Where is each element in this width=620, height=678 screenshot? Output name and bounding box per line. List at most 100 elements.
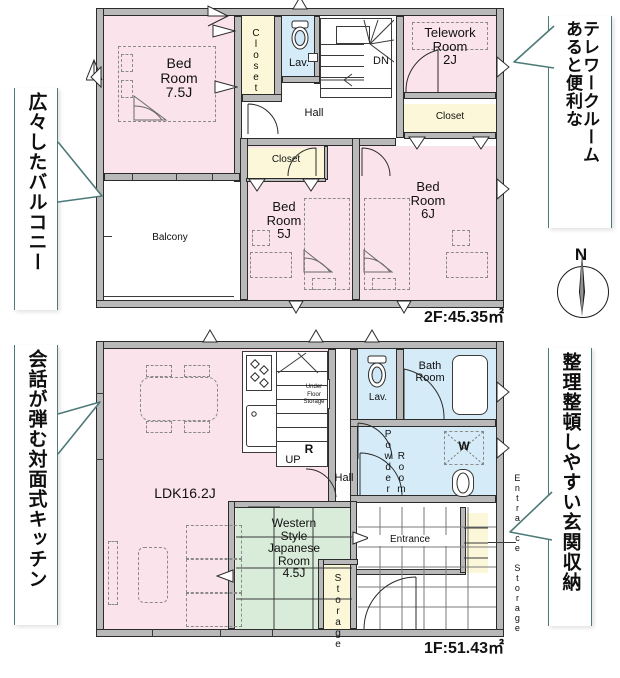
furniture-5j-b — [250, 252, 292, 278]
stair-tread-2f-1 — [320, 44, 364, 45]
washer-box — [444, 431, 484, 465]
entrance-tile-grid — [358, 507, 496, 629]
annotation-entrance-storage: 整理整頓しやすい玄関収納 — [548, 348, 592, 626]
stair-tread-1f-4 — [276, 413, 328, 414]
door-arc-2f-bed6 — [361, 147, 391, 177]
interior-wall-1f-10 — [318, 559, 324, 629]
bedroom-6j-line2: Room — [410, 192, 446, 208]
label-closet-2f-b: Closet — [435, 111, 465, 122]
door-swing-6j — [363, 248, 394, 273]
stair-tread-1f-2 — [276, 385, 328, 386]
bedroom-7-5j-line3: 7.5J — [165, 84, 193, 101]
label-japanese-room: Western Style Japanese Room 4.5J — [236, 517, 352, 580]
label-bedroom-6j: Bed Room 6J — [400, 180, 456, 221]
wjr-line2: Style — [280, 528, 308, 543]
wjr-line4: Room — [277, 553, 310, 568]
interior-wall-2f-6 — [396, 16, 404, 138]
compass-north-label: N — [574, 245, 588, 264]
door-swing-5j — [303, 248, 334, 273]
opening-2f-bottom-6j — [396, 300, 412, 314]
label-under-floor-storage: Under Floor Storage — [299, 384, 329, 407]
label-lav-1f: Lav. — [368, 392, 388, 403]
interior-wall-2f-12 — [324, 146, 328, 180]
annotation-telework: あると便利な テレワークルーム — [548, 16, 612, 228]
label-entrance: Entrance — [368, 534, 452, 546]
opening-2f-closet-b-l — [408, 136, 426, 150]
furniture-shelf-b — [186, 559, 242, 593]
closet-2f-a — [242, 16, 278, 100]
exterior-wall-1f-top — [96, 341, 504, 349]
furniture-shelf-a — [186, 525, 242, 559]
door-arc-1f-entrance — [363, 576, 417, 630]
compass-needle-icon — [579, 252, 585, 316]
exterior-wall-1f-left — [96, 341, 104, 637]
stair-outline-1f — [276, 351, 328, 467]
annotation-telework-col-left: あると便利な — [562, 20, 582, 128]
annotation-kitchen-text-wrap: 会話が弾む対面式キッチン — [15, 345, 57, 625]
interior-wall-1f-8 — [350, 501, 357, 629]
stair-landing-2f — [336, 26, 370, 44]
label-storage-1f: Storage — [332, 573, 344, 650]
bedroom-7-5j-line1: Bed — [166, 55, 192, 71]
door-arc-2f-telework — [405, 49, 439, 93]
powder-line2: Room — [395, 451, 407, 495]
furniture-telework-desk — [412, 22, 488, 50]
label-bathroom: Bath Room — [406, 360, 454, 384]
label-hall-1f: Hall — [334, 472, 354, 484]
ldk-sash-bottom-1 — [152, 629, 153, 637]
opening-2f-left — [90, 65, 102, 89]
interior-wall-2f-3 — [242, 94, 282, 102]
ufs-line2: Floor — [307, 391, 321, 398]
interior-wall-1f-12 — [460, 507, 466, 573]
annotation-kitchen-text: 会話が弾む対面式キッチン — [25, 349, 48, 589]
stair-tread-2f-2 — [320, 55, 364, 56]
stair-tread-1f-6 — [276, 441, 328, 442]
opening-2f-bottom-5j — [288, 300, 304, 314]
room-balcony — [104, 181, 234, 300]
furniture-chair-b — [184, 365, 210, 377]
bedroom-6j-line3: 6J — [421, 206, 435, 222]
label-up: UP — [285, 454, 301, 466]
annotation-entrance-text: 整理整頓しやすい玄関収納 — [559, 352, 582, 592]
furniture-6j-c — [372, 278, 396, 290]
cooktop-burners-icon — [250, 359, 269, 388]
ufs-line1: Under — [305, 384, 323, 390]
annotation-kitchen-tip — [57, 401, 101, 455]
label-washer: W — [458, 439, 470, 453]
label-telework-room: Telework Room 2J — [406, 26, 494, 67]
wjr-line1: Western — [271, 516, 317, 530]
annotation-entrance-text-wrap: 整理整頓しやすい玄関収納 — [549, 348, 591, 626]
furniture-closet-7-5j-b — [121, 80, 133, 98]
annotation-telework-col-right: テレワークルーム — [579, 20, 599, 164]
balcony-side-sash — [104, 236, 112, 237]
furniture-chair-a — [146, 365, 172, 377]
opening-2f-bed75 — [212, 24, 237, 38]
door-arc-1f-hall — [248, 506, 280, 508]
stair-tread-2f-3 — [320, 66, 364, 67]
compass: N — [552, 245, 610, 322]
interior-wall-2f-13 — [246, 178, 326, 182]
label-balcony: Balcony — [152, 232, 188, 243]
entrance-storage-leader — [488, 542, 516, 543]
annotation-balcony-text-wrap: 広々したバルコニー — [15, 88, 57, 310]
bathtub — [452, 355, 488, 415]
opening-2f-closet-b-r — [472, 136, 490, 150]
opening-1f-right-bath — [496, 380, 510, 404]
bath-line1: Bath — [418, 360, 442, 372]
stair-outline-2f — [320, 18, 392, 98]
opening-1f-top-lav — [364, 329, 380, 343]
label-dn: DN — [373, 55, 389, 67]
door-swing-7-5j — [133, 95, 168, 121]
annotation-entrance-tip — [509, 491, 553, 541]
wjr-line3: Japanese — [267, 541, 321, 556]
stair-tread-1f-1 — [276, 371, 328, 372]
room-bedroom-6j — [360, 146, 496, 300]
furniture-chair-d — [184, 421, 210, 433]
powder-sink-basin — [456, 472, 470, 494]
annotation-kitchen: 会話が弾む対面式キッチン — [14, 345, 58, 625]
balcony-sash-3 — [212, 173, 213, 181]
furniture-6j-a — [452, 230, 470, 246]
balcony-rail-1 — [104, 296, 234, 297]
opening-1f-right-powder — [496, 436, 510, 460]
floor-plan-2f: Bed Room 7.5J Balcony Closet Lav. Hall D… — [86, 0, 510, 314]
